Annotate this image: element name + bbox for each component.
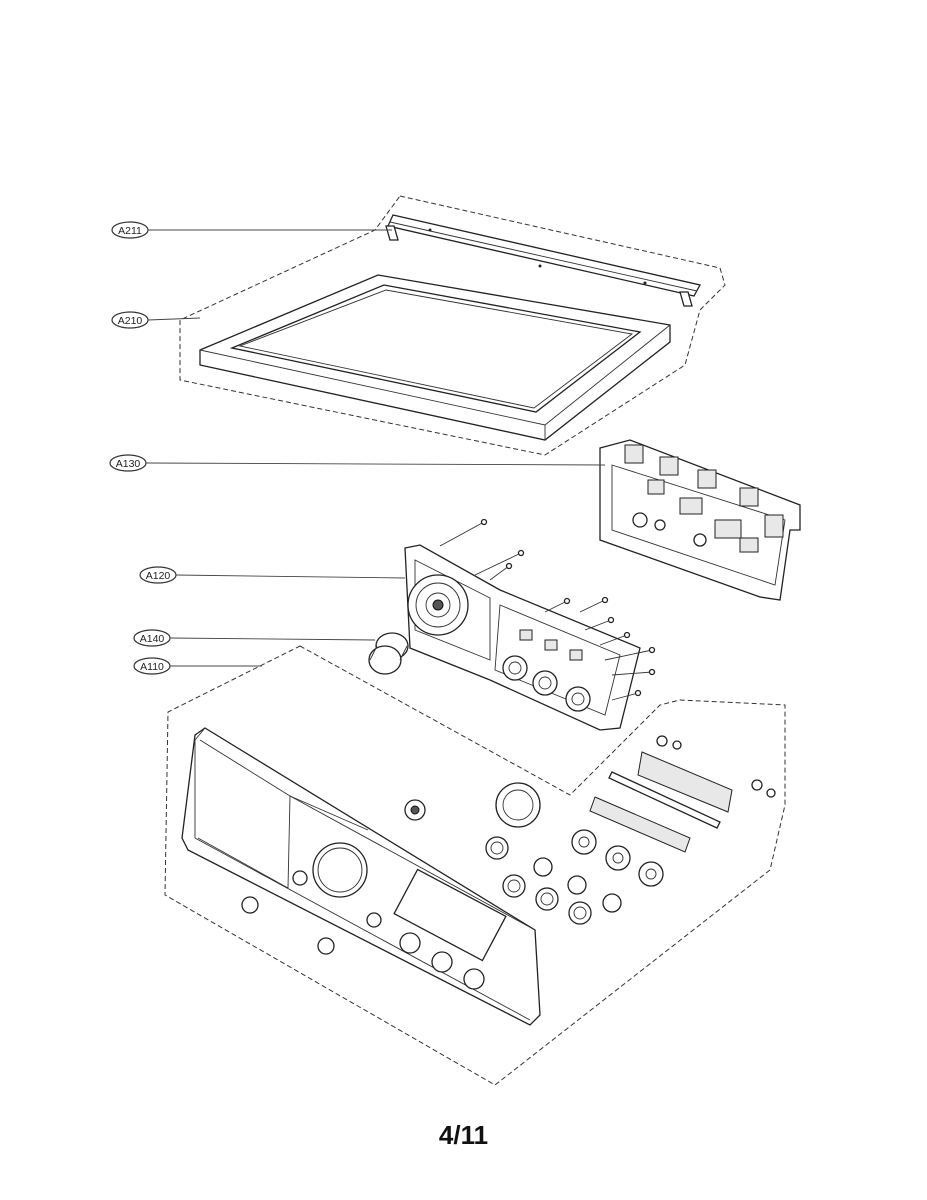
callout-A110: A110 [133, 657, 262, 675]
page-number: 4/11 [438, 1120, 489, 1150]
screws [439, 518, 656, 701]
rear-rail-part [385, 214, 701, 307]
callout-A120: A120 [139, 566, 406, 584]
control-board-part [599, 439, 801, 601]
knob-part [368, 632, 409, 675]
callout-A210: A210 [111, 311, 201, 329]
control-frame-part [404, 544, 641, 731]
callout-A211: A211 [111, 221, 392, 239]
callout-label-A110: A110 [140, 661, 164, 673]
callout-A140: A140 [133, 629, 376, 647]
front-panel-part [181, 727, 541, 1026]
callout-A130: A130 [109, 454, 606, 472]
callout-label-A210: A210 [118, 315, 143, 327]
front-ring-parts [404, 782, 622, 925]
button-cluster-parts [571, 735, 776, 887]
callout-label-A211: A211 [118, 225, 142, 237]
top-cover-group-boundary [179, 195, 726, 456]
top-panel-part [199, 274, 671, 441]
callout-label-A120: A120 [146, 570, 171, 582]
front-panel-group-boundary [164, 645, 786, 1086]
callout-label-A130: A130 [116, 458, 141, 470]
callout-label-A140: A140 [140, 633, 165, 645]
